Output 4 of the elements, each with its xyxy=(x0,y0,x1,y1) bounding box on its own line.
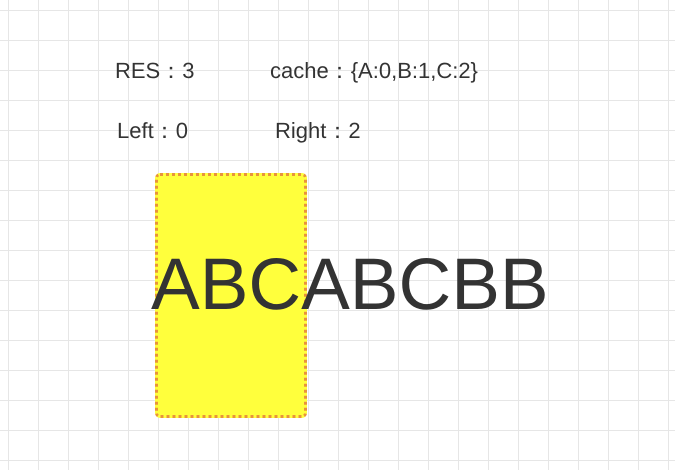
variable-label: cache：{A:0,B:1,C:2} xyxy=(270,60,478,82)
variable-label: RES：3 xyxy=(115,60,194,82)
variable-label: Right：2 xyxy=(275,120,361,142)
variable-label: Left：0 xyxy=(117,120,188,142)
